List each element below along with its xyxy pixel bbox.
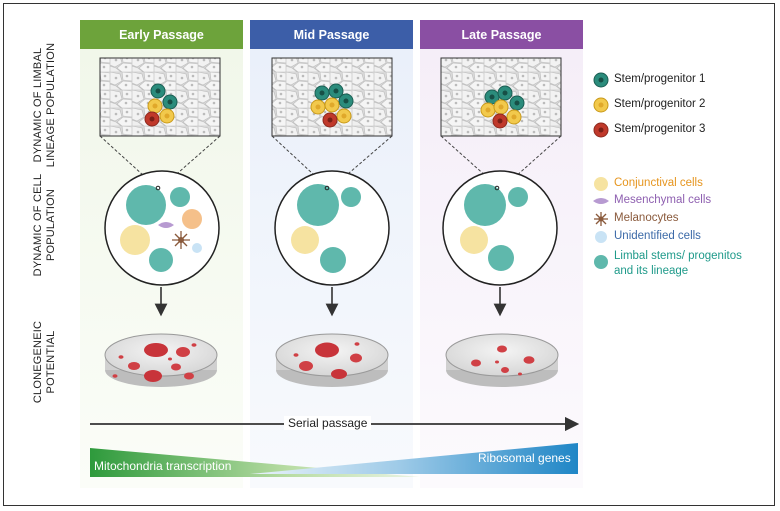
- early-population-circle: [104, 170, 220, 286]
- legend-conjunctival: Conjunctival cells: [614, 177, 703, 189]
- mid-lineage-panel: [271, 57, 393, 137]
- legend-stem-3: Stem/progenitor 3: [614, 123, 706, 135]
- legend-cell-swatches: [593, 177, 609, 269]
- legend-stem-swatches: [593, 72, 609, 138]
- early-passage-header: Early Passage: [80, 20, 243, 49]
- early-lineage-panel: [99, 57, 221, 137]
- legend-mesenchymal: Mesenchymal cells: [614, 194, 712, 206]
- late-lineage-panel: [440, 57, 562, 137]
- mid-population-circle: [274, 170, 390, 286]
- ribosomal-label: Ribosomal genes: [478, 451, 571, 465]
- early-petri-dish: [104, 333, 218, 387]
- legend-melanocytes: Melanocytes: [614, 212, 679, 224]
- serial-passage-label: Serial passage: [284, 416, 372, 430]
- legend-limbal: Limbal stems/ progenitos and its lineage: [614, 250, 742, 277]
- ribosomal-gradient: [250, 443, 578, 474]
- legend-stem-2: Stem/progenitor 2: [614, 98, 706, 110]
- late-population-circle: [442, 170, 558, 286]
- mitochondria-label: Mitochondria transcription: [94, 459, 232, 473]
- figure-border: [3, 3, 775, 506]
- late-petri-dish: [445, 333, 559, 387]
- legend-stem-1: Stem/progenitor 1: [614, 73, 706, 85]
- mid-passage-header: Mid Passage: [250, 20, 413, 49]
- mid-petri-dish: [275, 333, 389, 387]
- legend-unidentified: Unidentified cells: [614, 230, 701, 242]
- late-passage-header: Late Passage: [420, 20, 583, 49]
